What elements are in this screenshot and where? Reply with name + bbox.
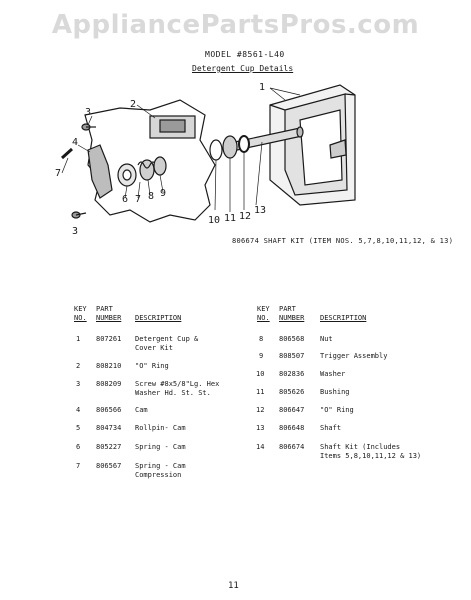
header-part-line1-right: PART xyxy=(279,305,296,313)
detergent-cup-part xyxy=(269,84,356,206)
table-row-desc: Rollpin- Cam xyxy=(135,424,186,432)
table-row-part: 806674 xyxy=(279,443,305,451)
table-row-part: 806567 xyxy=(96,462,122,470)
table-row-desc: Shaft Kit (Includes xyxy=(320,443,401,451)
table-row-desc: Bushing xyxy=(320,388,350,396)
table-row-desc: "O" Ring xyxy=(320,406,354,414)
table-row-desc: Spring - Cam xyxy=(135,443,186,451)
table-row-desc-cont: Compression xyxy=(135,471,182,479)
watermark: AppliancePartsPros.com xyxy=(51,10,420,40)
table-row-part: 808210 xyxy=(96,362,122,370)
table-row-part: 804734 xyxy=(96,424,122,432)
table-row-key: 11 xyxy=(256,388,265,396)
callout-11: 11 xyxy=(224,213,237,224)
table-row-part: 805626 xyxy=(279,388,305,396)
model-number: MODEL #8561-L40 xyxy=(205,50,285,59)
header-part-line1: PART xyxy=(96,305,113,313)
callout-8: 8 xyxy=(148,191,155,202)
table-row-key: 3 xyxy=(76,380,81,388)
table-row-part: 806648 xyxy=(279,424,305,432)
table-row-desc: Shaft xyxy=(320,424,342,432)
table-row-key: 7 xyxy=(76,462,81,470)
table-row-key: 14 xyxy=(256,443,265,451)
table-row-key: 8 xyxy=(259,335,264,343)
callout-2: 2 xyxy=(130,99,137,110)
header-key-line2: NO. xyxy=(74,314,87,322)
header-part-line2: NUMBER xyxy=(96,314,122,322)
table-row-part: 807261 xyxy=(96,335,122,343)
table-row-desc: Detergent Cup & xyxy=(135,335,199,343)
table-row-desc-cont: Washer Hd. St. St. xyxy=(135,389,211,397)
header-key-line1-right: KEY xyxy=(257,305,270,313)
table-row-key: 12 xyxy=(256,406,265,414)
table-row-desc: Screw #8x5/8"Lg. Hex xyxy=(135,380,220,388)
table-row-part: 808209 xyxy=(96,380,122,388)
table-row-desc-cont: Items 5,8,10,11,12 & 13) xyxy=(320,452,422,460)
table-row-part: 808507 xyxy=(279,352,305,360)
header-part-line2-right: NUMBER xyxy=(279,314,305,322)
leader-lines xyxy=(61,87,301,212)
table-row-desc: Trigger Assembly xyxy=(320,352,388,360)
table-row-key: 6 xyxy=(76,443,81,451)
trigger-assembly-part xyxy=(149,115,196,139)
callout-6: 6 xyxy=(122,194,129,205)
table-row-desc: Nut xyxy=(320,335,333,343)
table-row-key: 4 xyxy=(76,406,81,414)
table-row-key: 9 xyxy=(259,352,264,360)
diagram-title: Detergent Cup Details xyxy=(192,64,294,73)
header-description: DESCRIPTION xyxy=(135,314,182,322)
header-key-line1: KEY xyxy=(74,305,87,313)
table-row-part: 802836 xyxy=(279,370,305,378)
cam-part xyxy=(87,144,113,199)
callout-13: 13 xyxy=(254,205,267,216)
page-number: 11 xyxy=(228,581,239,591)
table-row-part: 805227 xyxy=(96,443,122,451)
callout-3-bottom: 3 xyxy=(72,226,79,237)
table-row-key: 13 xyxy=(256,424,265,432)
header-key-line2-right: NO. xyxy=(257,314,270,322)
callout-7: 7 xyxy=(135,194,142,205)
table-row-key: 10 xyxy=(256,370,265,378)
callout-10: 10 xyxy=(208,215,221,226)
header-description-right: DESCRIPTION xyxy=(320,314,367,322)
table-row-key: 2 xyxy=(76,362,81,370)
rollpin-part xyxy=(60,147,74,160)
callout-4: 4 xyxy=(72,137,79,148)
spring-parts xyxy=(117,156,167,187)
shaft-kit-caption: 806674 SHAFT KIT (ITEM NOS. 5,7,8,10,11,… xyxy=(232,237,454,245)
table-row-desc: "O" Ring xyxy=(135,362,169,370)
callout-12: 12 xyxy=(239,211,252,222)
table-row-desc: Washer xyxy=(320,370,346,378)
callout-3-top: 3 xyxy=(85,107,92,118)
table-row-key: 1 xyxy=(76,335,81,343)
table-row-desc: Spring - Cam xyxy=(135,462,186,470)
callout-9: 9 xyxy=(160,188,167,199)
screw-parts xyxy=(71,123,96,219)
table-row-part: 806566 xyxy=(96,406,122,414)
callout-7-left: 7 xyxy=(55,168,62,179)
callout-1: 1 xyxy=(259,82,266,93)
exploded-parts-diagram xyxy=(60,84,356,223)
table-row-key: 5 xyxy=(76,424,81,432)
table-row-desc: Cam xyxy=(135,406,148,414)
table-row-part: 806568 xyxy=(279,335,305,343)
table-row-part: 806647 xyxy=(279,406,305,414)
table-row-desc-cont: Cover Kit xyxy=(135,344,173,352)
